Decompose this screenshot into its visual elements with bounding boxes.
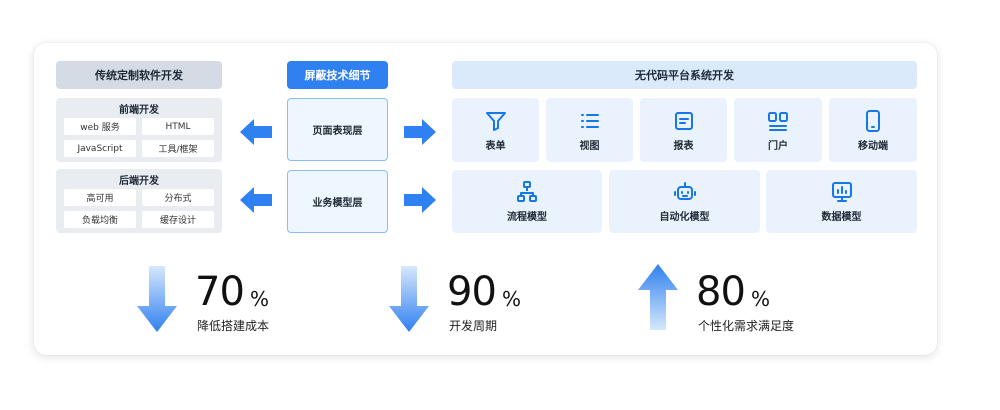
robot-icon (673, 180, 697, 204)
frontend-item: HTML (142, 118, 214, 135)
presentation-layer-box: 页面表现层 (287, 98, 388, 161)
nocode-header: 无代码平台系统开发 (452, 61, 917, 89)
tile-label: 自动化模型 (659, 212, 710, 223)
stat-value: 90 (447, 269, 497, 315)
stat-unit: % (250, 287, 270, 311)
mobile-icon (861, 109, 885, 133)
frontend-item: JavaScript (64, 140, 136, 157)
traditional-header: 传统定制软件开发 (56, 61, 222, 89)
frontend-group: 前端开发 web 服务 HTML JavaScript 工具/框架 (56, 98, 222, 162)
backend-item: 高可用 (64, 189, 136, 206)
frontend-item: web 服务 (64, 118, 136, 135)
frontend-title: 前端开发 (119, 105, 159, 116)
backend-title: 后端开发 (119, 176, 159, 187)
list-icon (578, 109, 602, 133)
stat-label: 个性化需求满足度 (698, 319, 795, 333)
stat-value: 70 (195, 269, 245, 315)
hide-tech-details-header: 屏蔽技术细节 (287, 61, 388, 89)
tile-label: 数据模型 (821, 212, 862, 223)
tile-automation-model: 自动化模型 (609, 170, 760, 233)
stat-unit: % (502, 287, 522, 311)
tile-data-model: 数据模型 (766, 170, 917, 233)
stat-label: 降低搭建成本 (197, 319, 270, 333)
portal-icon (766, 109, 790, 133)
backend-item: 分布式 (142, 189, 214, 206)
tile-view: 视图 (546, 98, 633, 162)
backend-item: 负载均衡 (64, 211, 136, 228)
flow-icon (515, 180, 539, 204)
tile-label: 流程模型 (507, 212, 547, 223)
backend-item: 缓存设计 (142, 211, 214, 228)
filter-icon (484, 109, 508, 133)
tile-label: 门户 (768, 140, 788, 152)
tile-label: 表单 (485, 140, 506, 152)
tile-flow-model: 流程模型 (452, 170, 602, 233)
decrease-arrow-icon (137, 266, 177, 332)
arrow-left-icon (240, 187, 272, 213)
increase-arrow-icon (638, 264, 678, 330)
report-icon (672, 109, 696, 133)
arrow-right-icon (404, 119, 436, 145)
tile-label: 视图 (579, 140, 600, 152)
tile-report: 报表 (640, 98, 727, 162)
stat-label: 开发周期 (449, 319, 498, 333)
stat-value: 80 (696, 269, 746, 315)
tile-portal: 门户 (734, 98, 822, 162)
tile-label: 报表 (673, 140, 694, 152)
backend-group: 后端开发 高可用 分布式 负载均衡 缓存设计 (56, 169, 222, 233)
business-model-layer-box: 业务模型层 (287, 170, 388, 233)
frontend-item: 工具/框架 (142, 140, 214, 157)
stat-unit: % (751, 287, 771, 311)
arrow-right-icon (404, 187, 436, 213)
decrease-arrow-icon (389, 266, 429, 332)
monitor-icon (830, 180, 854, 204)
arrow-left-icon (240, 119, 272, 145)
tile-form: 表单 (452, 98, 539, 162)
tile-mobile: 移动端 (829, 98, 917, 162)
tile-label: 移动端 (858, 140, 888, 152)
